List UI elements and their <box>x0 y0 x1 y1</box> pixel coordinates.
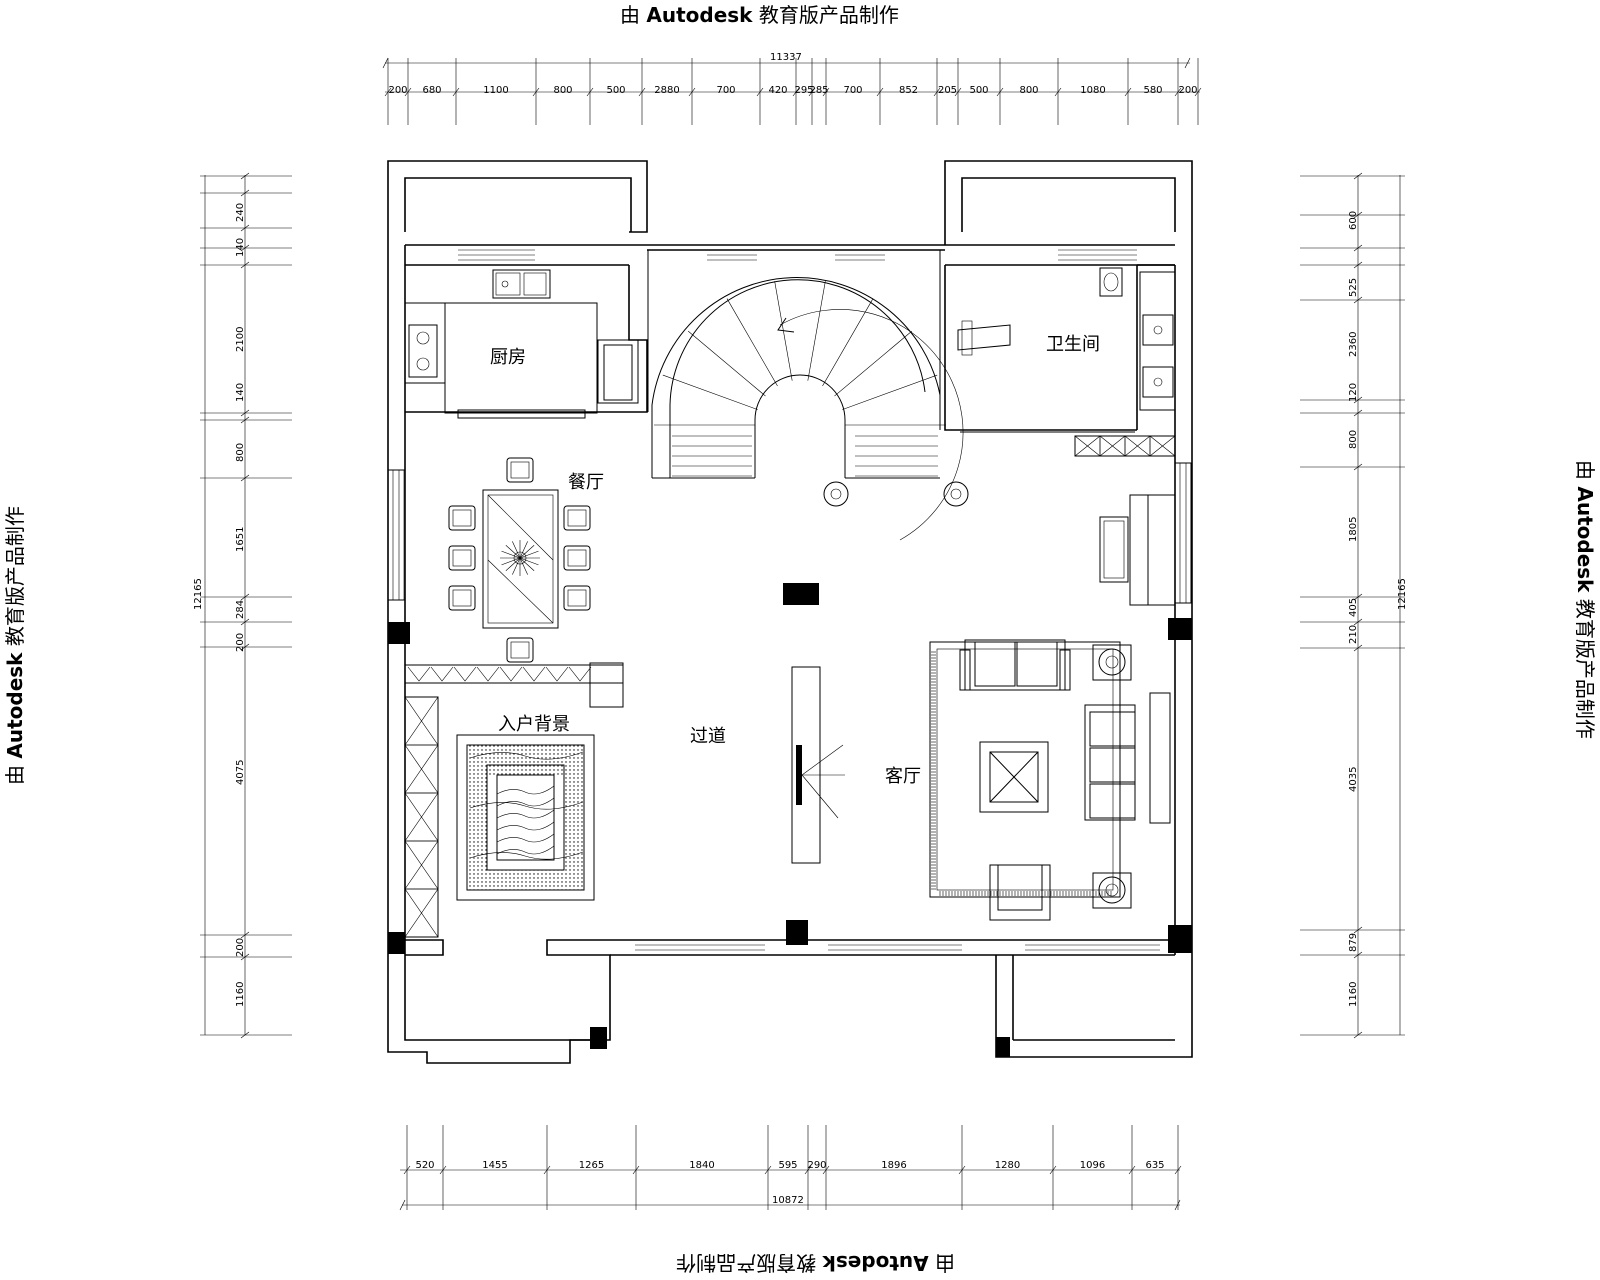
svg-text:由 Autodesk 教育版产品制作: 由 Autodesk 教育版产品制作 <box>3 506 27 785</box>
dimension-left-segment: 2100 <box>235 327 246 352</box>
dimension-left-segment: 800 <box>235 443 246 462</box>
dimension-top-segment: 700 <box>716 85 735 96</box>
corridor-area: 过道 <box>690 666 845 864</box>
dimension-top-segment: 205 <box>938 85 957 96</box>
dimension-left-segment: 4075 <box>235 760 246 785</box>
dimension-top-segment: 700 <box>843 85 862 96</box>
dimension-left-segment: 140 <box>235 238 246 257</box>
dimension-chain-bottom: 10872 520 1455 1265 1840 595 290 1896 1280 1096 6… <box>399 1125 1182 1211</box>
dining-chair <box>563 585 591 611</box>
svg-text:由 Autodesk 教育版产品制作: 由 Autodesk 教育版产品制作 <box>1573 460 1597 739</box>
dimension-top-segment: 420 <box>768 85 787 96</box>
watermark-right: 由 Autodesk 教育版产品制作 <box>1573 460 1597 739</box>
svg-text:由 Autodesk 教育版产品制作: 由 Autodesk 教育版产品制作 <box>620 3 899 27</box>
dimension-top-segment: 680 <box>422 85 441 96</box>
bathroom-label: 卫生间 <box>1046 334 1100 355</box>
dimension-top-segment: 200 <box>388 85 407 96</box>
dimension-top-segment: 800 <box>553 85 572 96</box>
dimension-right-segment: 600 <box>1348 211 1359 230</box>
svg-text:由 Autodesk 教育版产品制作: 由 Autodesk 教育版产品制作 <box>676 1251 955 1275</box>
storage-cabinet-row <box>1074 435 1176 457</box>
dimension-total-left: 12165 <box>193 578 204 610</box>
dimension-total-top: 11337 <box>770 52 802 63</box>
dimension-chain-left: 12165 240 140 2100 140 800 1651 284 200 4075 200 1… <box>193 172 292 1039</box>
dimension-bottom-segment: 1280 <box>995 1160 1020 1171</box>
dining-label: 餐厅 <box>568 472 604 493</box>
dimension-top-segment: 1080 <box>1080 85 1105 96</box>
bathroom-room: 卫生间 <box>944 264 1176 433</box>
dimension-right-segment: 800 <box>1348 430 1359 449</box>
dining-chair <box>563 505 591 531</box>
entry-feature-wall-label: 入户背景 <box>498 714 570 735</box>
dimension-left-segment: 1651 <box>235 527 246 552</box>
dimension-top-segment: 500 <box>969 85 988 96</box>
dimension-bottom-segment: 1455 <box>482 1160 507 1171</box>
dimension-right-segment: 1805 <box>1348 517 1359 542</box>
dining-chair <box>506 457 534 483</box>
dimension-bottom-segment: 635 <box>1145 1160 1164 1171</box>
living-room: 客厅 <box>885 462 1192 921</box>
dimension-left-segment: 240 <box>235 203 246 222</box>
spiral-staircase <box>647 250 969 541</box>
dimension-right-segment: 405 <box>1348 598 1359 617</box>
dining-chair <box>506 637 534 663</box>
dimension-left-segment: 200 <box>235 938 246 957</box>
dimension-bottom-segment: 1265 <box>579 1160 604 1171</box>
dimension-right-segment: 210 <box>1348 625 1359 644</box>
dimension-top-segment: 1100 <box>483 85 508 96</box>
dimension-bottom-segment: 1096 <box>1080 1160 1105 1171</box>
dimension-left-segment: 284 <box>235 600 246 619</box>
dimension-total-right: 12165 <box>1397 578 1408 610</box>
dimension-right-segment: 2360 <box>1348 332 1359 357</box>
dimension-left-segment: 140 <box>235 383 246 402</box>
watermark-top: 由 Autodesk 教育版产品制作 <box>620 3 899 27</box>
dimension-right-segment: 525 <box>1348 278 1359 297</box>
dimension-top-segment: 800 <box>1019 85 1038 96</box>
dimension-bottom-segment: 520 <box>415 1160 434 1171</box>
dining-chair <box>448 585 476 611</box>
dimension-left-segment: 1160 <box>235 982 246 1007</box>
dimension-bottom-segment: 290 <box>807 1160 826 1171</box>
dimension-bottom-segment: 595 <box>778 1160 797 1171</box>
watermark-bottom: 由 Autodesk 教育版产品制作 <box>676 1251 955 1275</box>
kitchen-room: 厨房 <box>404 265 648 419</box>
entry-feature-area: 入户背景 <box>404 662 624 938</box>
dining-chair <box>563 545 591 571</box>
dimension-top-segment: 295 <box>794 85 813 96</box>
dimension-top-segment: 2880 <box>654 85 679 96</box>
dimension-top-segment: 500 <box>606 85 625 96</box>
dimension-bottom-segment: 1896 <box>881 1160 906 1171</box>
corridor-label: 过道 <box>690 726 726 747</box>
dimension-top-segment: 200 <box>1178 85 1197 96</box>
dining-chair <box>448 545 476 571</box>
dimension-right-segment: 879 <box>1348 933 1359 952</box>
dimension-right-segment: 4035 <box>1348 767 1359 792</box>
watermark-left: 由 Autodesk 教育版产品制作 <box>3 506 27 785</box>
dimension-top-segment: 580 <box>1143 85 1162 96</box>
dining-room: 餐厅 <box>387 457 604 663</box>
dimension-top-segment: 285 <box>809 85 828 96</box>
dimension-bottom-segment: 1840 <box>689 1160 714 1171</box>
dimension-chain-right: 12165 600 525 2360 120 800 1805 405 210 4035 879 1… <box>1300 172 1408 1039</box>
dimension-top-segment: 852 <box>899 85 918 96</box>
structural-columns <box>388 583 1192 1057</box>
dimension-left-segment: 200 <box>235 633 246 652</box>
dimension-right-segment: 1160 <box>1348 982 1359 1007</box>
dining-chair <box>448 505 476 531</box>
kitchen-label: 厨房 <box>490 347 526 368</box>
living-room-label: 客厅 <box>885 766 921 787</box>
dimension-right-segment: 120 <box>1348 383 1359 402</box>
dimension-total-bottom: 10872 <box>772 1195 804 1206</box>
